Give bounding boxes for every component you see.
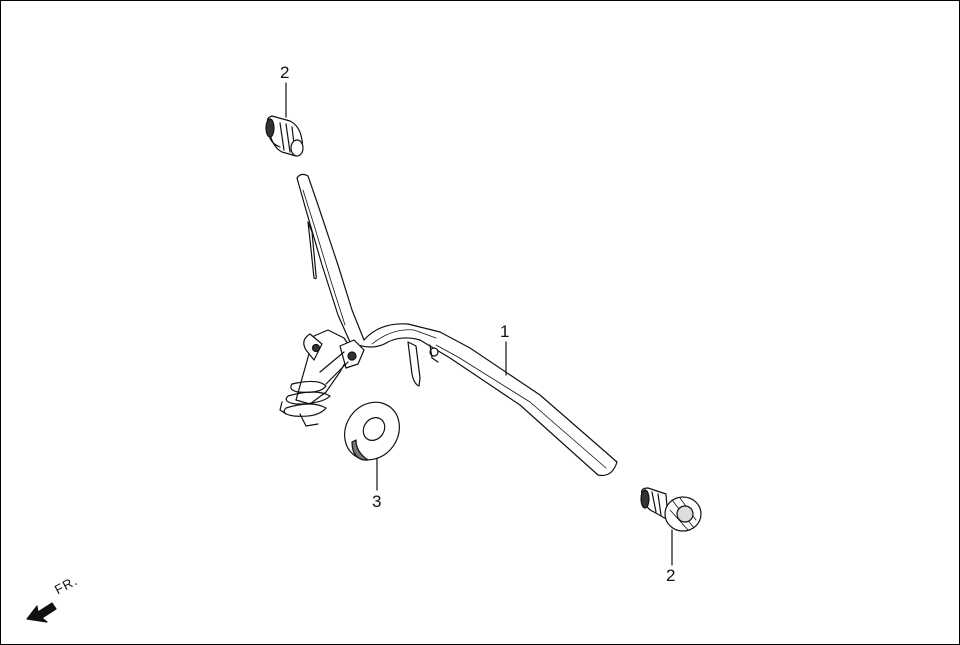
washer-part [344,401,400,461]
upper-bar-end-part [265,115,304,157]
lower-bar-end-part [640,487,702,532]
callout-upper-bar-end: 2 [280,63,290,82]
front-direction-arrow-icon [26,602,57,623]
callout-handlebar: 1 [500,322,510,341]
callout-lower-bar-end: 2 [666,566,676,585]
callout-washer: 3 [372,492,382,511]
handlebar-part [279,173,618,477]
